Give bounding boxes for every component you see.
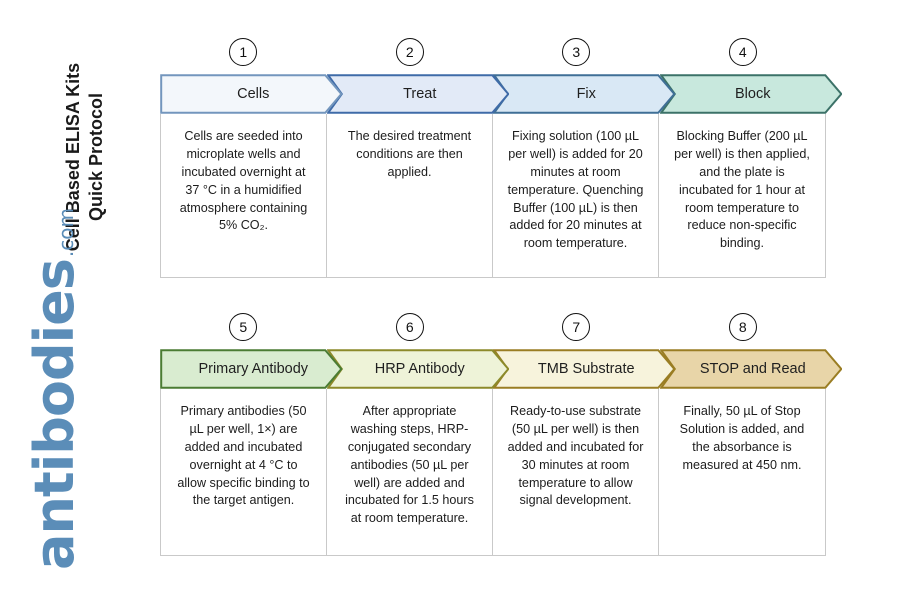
step-description-cell: Fixing solution (100 µL per well) is add… [493,114,659,277]
step-chevron[interactable]: STOP and Read [659,349,842,389]
step-description-cell: After appropriate washing steps, HRP-con… [327,389,493,555]
step-label: Primary Antibody [198,361,309,377]
step-description-text: After appropriate washing steps, HRP-con… [345,404,474,526]
step-label: Cells [237,86,270,102]
step-number-badge: 8 [728,313,757,341]
step-description-text: Ready-to-use substrate (50 µL per well) … [507,404,644,508]
step-number-strip: 5 6 7 8 [160,311,826,349]
chevron-shape [160,74,343,114]
step-number-badge: 1 [229,38,258,66]
step-description-cell: Blocking Buffer (200 µL per well) is the… [659,114,825,277]
step-chevron[interactable]: Treat [326,74,509,114]
step-description-text: Finally, 50 µL of Stop Solution is added… [679,404,805,472]
step-number-strip: 1 2 3 4 [160,36,826,74]
brand-logo-suffix: .com [54,208,78,258]
step-description-cell: Cells are seeded into microplate wells a… [161,114,327,277]
step-label: Block [735,86,771,102]
step-description-cell: The desired treatment conditions are the… [327,114,493,277]
step-number-badge: 2 [395,38,424,66]
step-description-strip: Primary antibodies (50 µL per well, 1×) … [160,389,826,556]
step-header-strip: STOP and Read TMB Substrate HRP Antibody Pr… [160,349,842,389]
step-description-cell: Ready-to-use substrate (50 µL per well) … [493,389,659,555]
step-number-badge: 7 [562,313,591,341]
brand-logo: antibodies .com [23,208,108,570]
page-title-line-2: Quick Protocol [86,93,106,222]
step-number-badge: 6 [395,313,424,341]
step-header-strip: Block Fix Treat Cells [160,74,842,114]
step-description-text: The desired treatment conditions are the… [347,129,472,179]
step-chevron[interactable]: TMB Substrate [493,349,676,389]
step-label: Treat [403,86,437,102]
step-description-text: Blocking Buffer (200 µL per well) is the… [674,129,810,251]
step-chevron[interactable]: HRP Antibody [326,349,509,389]
step-label: HRP Antibody [374,361,465,377]
step-chevron[interactable]: Primary Antibody [160,349,343,389]
step-number-badge: 3 [562,38,591,66]
brand-logo-name: antibodies [23,259,86,570]
step-number-badge: 4 [728,38,757,66]
step-description-text: Fixing solution (100 µL per well) is add… [507,129,644,251]
step-label: STOP and Read [699,361,806,377]
step-description-cell: Finally, 50 µL of Stop Solution is added… [659,389,825,555]
chevron-shape [160,349,343,389]
step-description-text: Primary antibodies (50 µL per well, 1×) … [177,404,310,508]
step-label: TMB Substrate [537,361,635,377]
step-number-badge: 5 [229,313,258,341]
step-chevron[interactable]: Fix [493,74,676,114]
step-description-cell: Primary antibodies (50 µL per well, 1×) … [161,389,327,555]
step-chevron[interactable]: Cells [160,74,343,114]
step-description-strip: Cells are seeded into microplate wells a… [160,114,826,278]
step-label: Fix [576,86,596,102]
step-chevron[interactable]: Block [659,74,842,114]
step-description-text: Cells are seeded into microplate wells a… [179,129,308,233]
